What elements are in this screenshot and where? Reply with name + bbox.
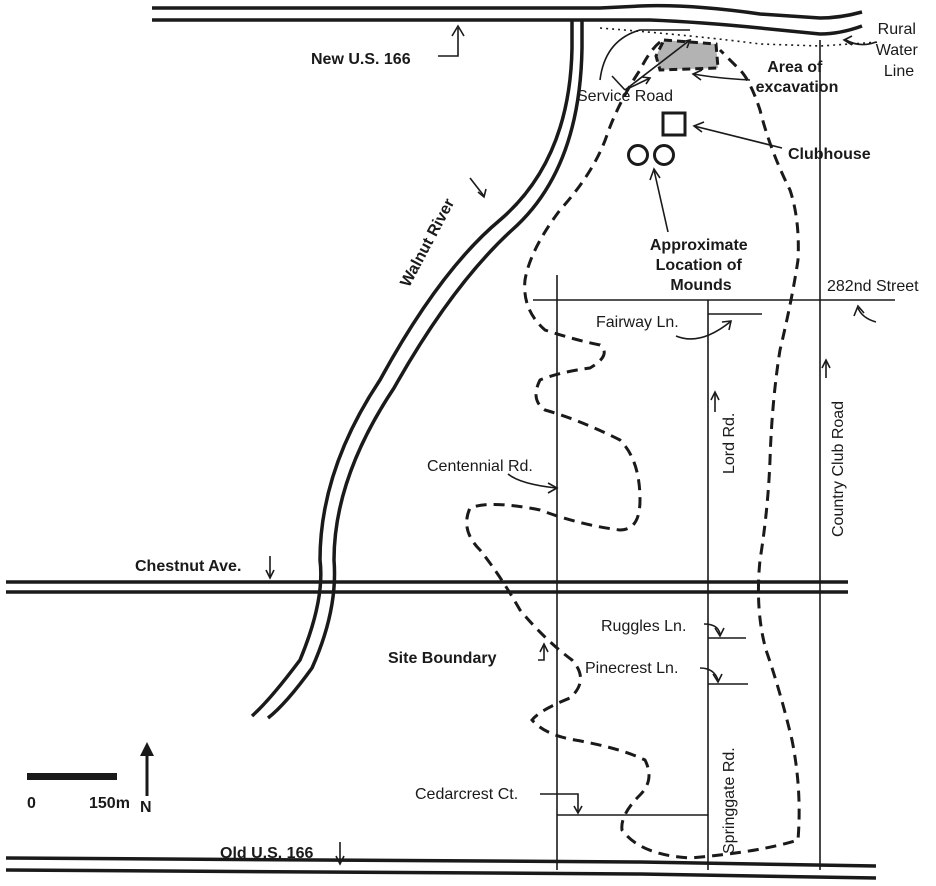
service-road	[599, 29, 690, 81]
clubhouse-label: Clubhouse	[788, 146, 871, 163]
street-282nd-label: 282nd Street	[827, 278, 919, 295]
lord-rd-label: Lord Rd.	[721, 413, 738, 474]
clubhouse-marker	[661, 111, 687, 137]
mound-marker	[627, 144, 649, 166]
ruggles-ln-label: Ruggles Ln.	[601, 618, 686, 635]
country-club-road-label: Country Club Road	[830, 401, 847, 537]
rural-water-line	[599, 27, 881, 47]
springgate-rd-label: Springgate Rd.	[721, 747, 738, 854]
scale-bar	[27, 773, 117, 780]
new-us-166-label: New U.S. 166	[311, 51, 411, 68]
excavation-area	[654, 38, 720, 72]
pointer-arrows	[265, 24, 877, 866]
site-boundary-label: Site Boundary	[388, 650, 497, 667]
scale-end-label: 150m	[89, 795, 130, 812]
new-us-166-road	[152, 3, 863, 36]
walnut-river	[250, 20, 584, 720]
centennial-rd-label: Centennial Rd.	[427, 458, 533, 475]
old-us-166-label: Old U.S. 166	[220, 845, 313, 862]
chestnut-ave-label: Chestnut Ave.	[135, 558, 241, 575]
fairway-ln-label: Fairway Ln.	[596, 314, 679, 331]
cedarcrest-ct-label: Cedarcrest Ct.	[415, 786, 518, 803]
scale-start-label: 0	[27, 795, 36, 812]
north-arrow	[140, 742, 154, 796]
site-boundary-line	[465, 40, 801, 860]
area-of-excavation-label: Area of excavation	[756, 59, 839, 96]
mounds-label: Approximate Location of Mounds	[650, 237, 752, 294]
service-road-label: Service Road	[577, 88, 673, 105]
mound-marker	[653, 144, 675, 166]
old-us-166-road	[5, 856, 877, 880]
chestnut-ave-road	[6, 580, 848, 594]
north-label: N	[140, 799, 152, 816]
pinecrest-ln-label: Pinecrest Ln.	[585, 660, 678, 677]
rural-water-line-label: Rural Water Line	[876, 21, 923, 80]
